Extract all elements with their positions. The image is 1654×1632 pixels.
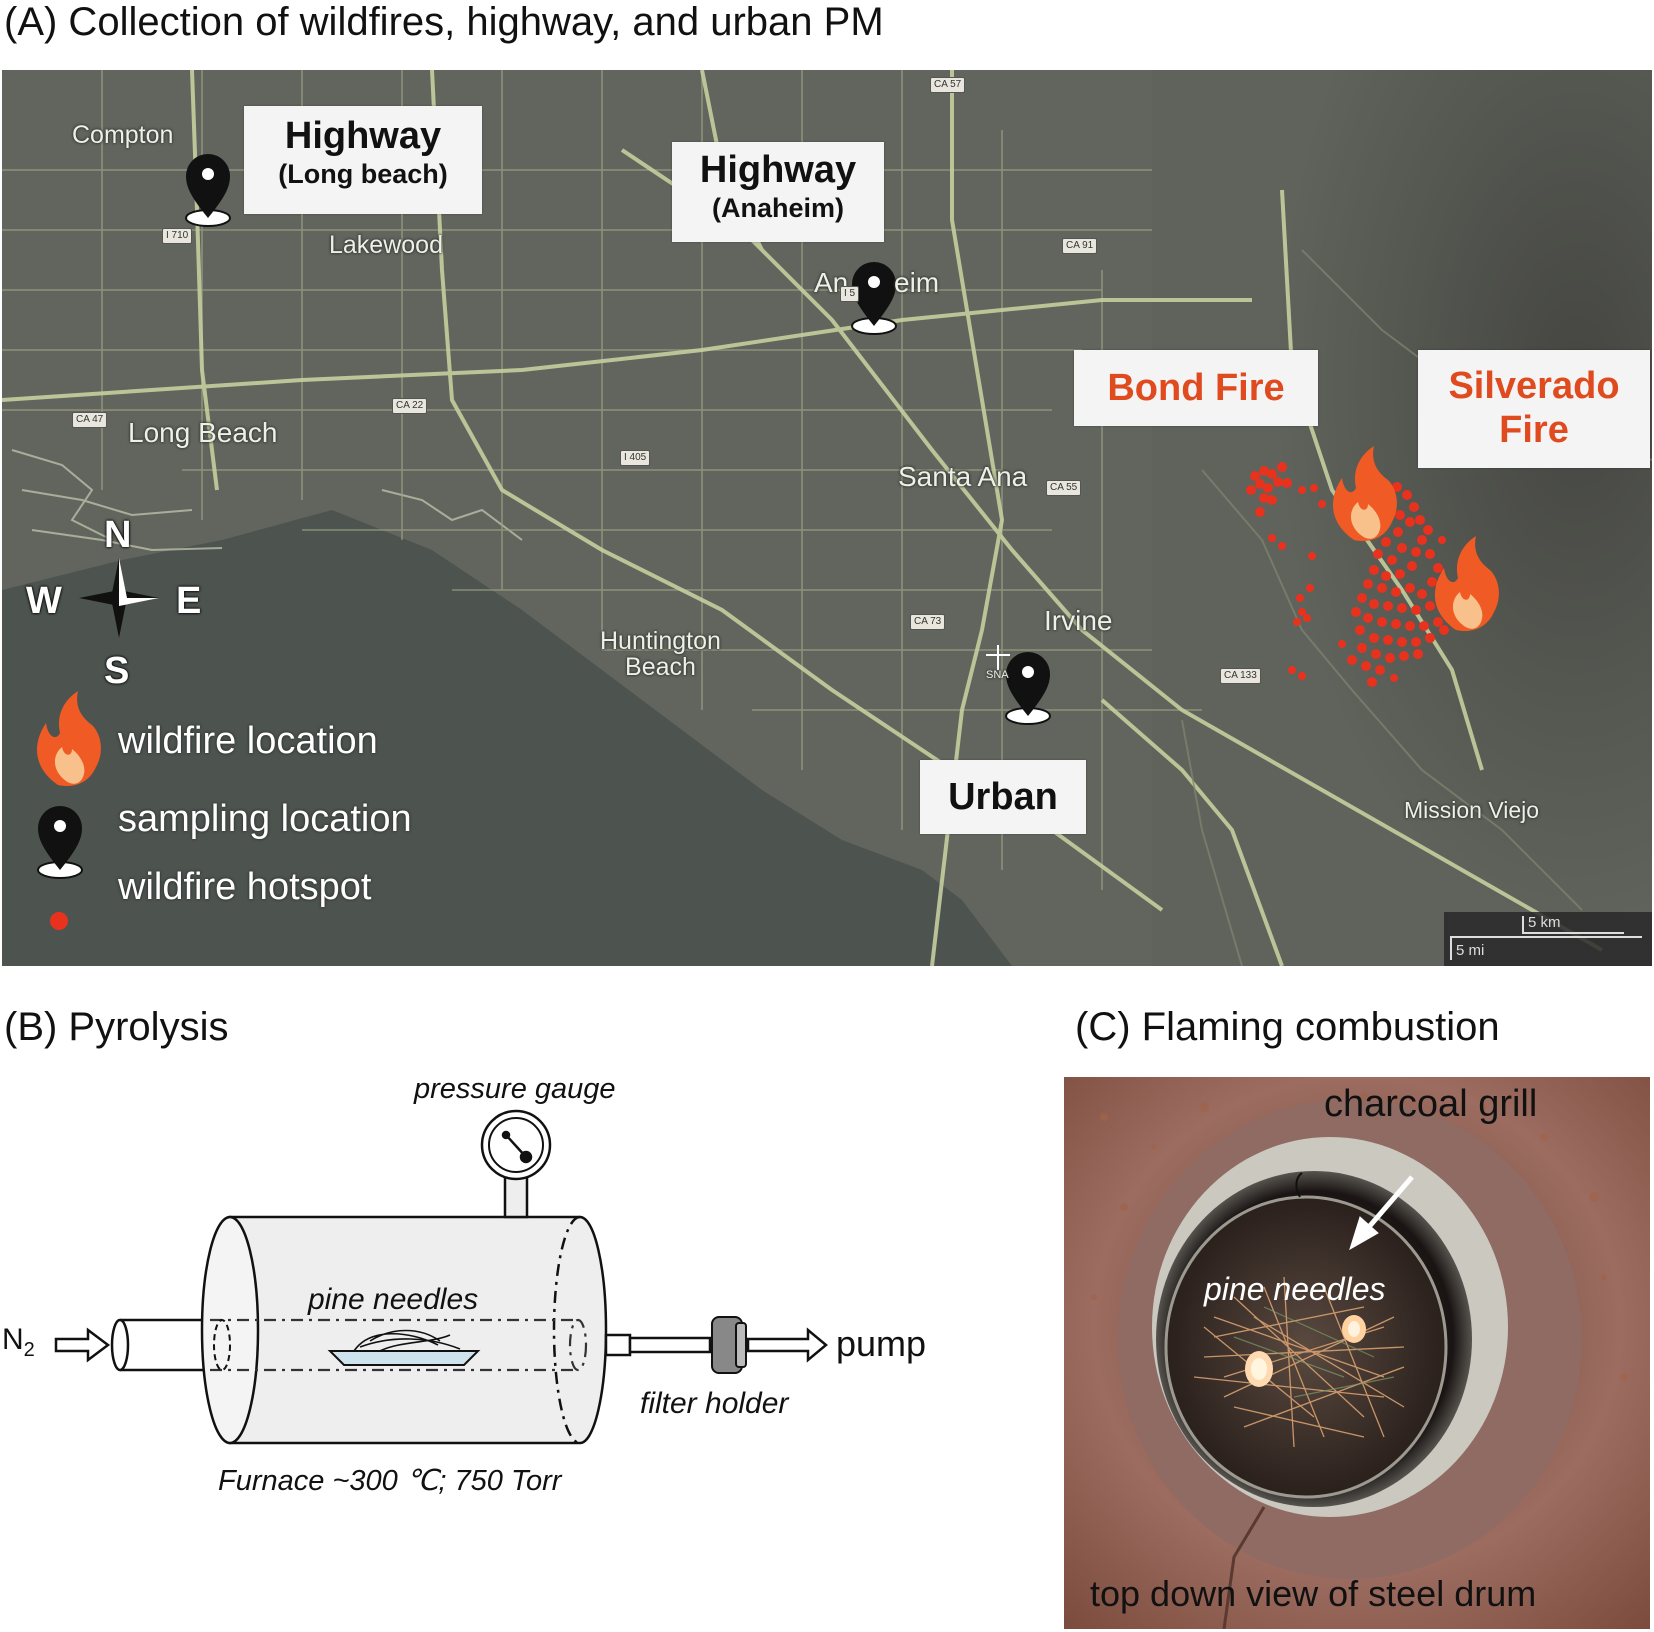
scale-km: 5 km bbox=[1528, 914, 1561, 931]
wildfire-map: Compton Lakewood Long Beach An eim Santa… bbox=[2, 70, 1652, 966]
sampling-pin-long-beach-icon bbox=[185, 154, 231, 227]
legend-hotspot-icon bbox=[50, 912, 68, 930]
map-scale: 5 km 5 mi bbox=[1444, 912, 1652, 966]
shield-ca22: CA 22 bbox=[392, 398, 428, 414]
compass-w: W bbox=[26, 580, 62, 622]
callout-silverado-line1: Silverado bbox=[1448, 365, 1620, 407]
callout-bond-fire: Bond Fire bbox=[1074, 350, 1318, 426]
legend-sampling-location: sampling location bbox=[118, 798, 412, 840]
legend-wildfire-hotspot: wildfire hotspot bbox=[118, 866, 372, 908]
shield-i5: I 5 bbox=[840, 286, 860, 302]
place-mission-viejo: Mission Viejo bbox=[1404, 797, 1540, 823]
legend-wildfire-location: wildfire location bbox=[118, 720, 378, 762]
silverado-flame-icon bbox=[1434, 536, 1499, 632]
callout-highway-long-beach-title: Highway bbox=[284, 115, 442, 157]
scale-mi: 5 mi bbox=[1456, 942, 1485, 959]
outlet-tube bbox=[604, 1333, 712, 1357]
legend-flame-icon bbox=[36, 691, 101, 787]
n2-inlet-arrow-icon bbox=[54, 1327, 111, 1363]
shield-ca55: CA 55 bbox=[1046, 480, 1082, 496]
place-santa-ana: Santa Ana bbox=[898, 461, 1028, 492]
place-irvine: Irvine bbox=[1044, 605, 1113, 636]
pressure-gauge-icon bbox=[480, 1109, 552, 1219]
callout-urban-title: Urban bbox=[948, 776, 1058, 818]
inlet-tube bbox=[110, 1318, 224, 1372]
shield-i710: I 710 bbox=[162, 228, 193, 244]
shield-ca73: CA 73 bbox=[910, 614, 946, 630]
bond-fire-flame-icon bbox=[1332, 446, 1397, 542]
shield-i405: I 405 bbox=[620, 450, 651, 466]
filter-holder-icon bbox=[711, 1316, 747, 1374]
legend-pin-icon bbox=[37, 806, 83, 879]
n2-label: N2 bbox=[2, 1323, 35, 1362]
panel-a-title: (A) Collection of wildfires, highway, an… bbox=[4, 0, 884, 44]
sampling-pin-anaheim-icon bbox=[851, 262, 897, 335]
panel-c-title: (C) Flaming combustion bbox=[1075, 1005, 1500, 1049]
sampling-pin-urban-icon bbox=[1005, 652, 1051, 725]
callout-highway-long-beach-subtitle: (Long beach) bbox=[278, 159, 448, 189]
place-long-beach: Long Beach bbox=[128, 417, 278, 448]
callout-urban: Urban bbox=[920, 760, 1086, 834]
pump-label: pump bbox=[836, 1323, 927, 1364]
compass-n: N bbox=[104, 514, 132, 556]
airport-icon bbox=[986, 645, 1010, 670]
sample-boat-icon bbox=[327, 1329, 481, 1366]
compass-rose-icon bbox=[79, 558, 159, 638]
callout-highway-anaheim-subtitle: (Anaheim) bbox=[711, 193, 844, 223]
charcoal-grill-label: charcoal grill bbox=[1324, 1083, 1538, 1125]
n2-base: N bbox=[2, 1323, 24, 1356]
shield-ca91: CA 91 bbox=[1062, 238, 1098, 254]
callout-highway-long-beach: Highway (Long beach) bbox=[244, 106, 482, 214]
filter-holder-label: filter holder bbox=[640, 1387, 789, 1420]
place-anaheim-right: eim bbox=[894, 267, 940, 298]
inner-tube bbox=[210, 1318, 588, 1372]
place-sna: SNA bbox=[986, 669, 1009, 681]
furnace-label: Furnace ~300 ℃; 750 Torr bbox=[218, 1465, 562, 1497]
place-compton: Compton bbox=[72, 121, 174, 149]
callout-highway-anaheim: Highway (Anaheim) bbox=[672, 142, 884, 242]
pyrolysis-schematic bbox=[54, 1109, 828, 1445]
compass-s: S bbox=[104, 650, 130, 692]
grill-pointer-arrow-icon bbox=[1349, 1175, 1414, 1251]
place-lakewood: Lakewood bbox=[329, 231, 443, 259]
shield-ca57: CA 57 bbox=[930, 77, 966, 93]
callout-silverado-fire: Silverado Fire bbox=[1418, 350, 1650, 468]
pump-arrow-icon bbox=[746, 1327, 828, 1363]
pine-needles-label: pine needles bbox=[308, 1283, 479, 1316]
place-huntington-beach: Huntington Beach bbox=[600, 627, 721, 682]
pressure-gauge-label: pressure gauge bbox=[414, 1073, 616, 1105]
photo-pine-needles-label: pine needles bbox=[1204, 1271, 1386, 1307]
n2-subscript: 2 bbox=[23, 1339, 35, 1361]
furnace-cylinder bbox=[200, 1215, 608, 1445]
panel-b-title: (B) Pyrolysis bbox=[4, 1005, 229, 1049]
callout-highway-anaheim-title: Highway bbox=[699, 149, 857, 191]
drum-photo-illustration bbox=[1064, 1077, 1650, 1629]
compass-e: E bbox=[176, 580, 202, 622]
shield-ca47: CA 47 bbox=[72, 412, 108, 428]
steel-drum-photo: charcoal grill pine needles top down vie… bbox=[1064, 1077, 1650, 1629]
photo-caption: top down view of steel drum bbox=[1090, 1573, 1537, 1614]
pyrolysis-diagram: N2 pressure gauge pine needles pump filt… bbox=[0, 1065, 1000, 1625]
shield-ca133: CA 133 bbox=[1220, 668, 1261, 684]
callout-bond-fire-title: Bond Fire bbox=[1107, 367, 1285, 409]
callout-silverado-line2: Fire bbox=[1499, 409, 1569, 451]
